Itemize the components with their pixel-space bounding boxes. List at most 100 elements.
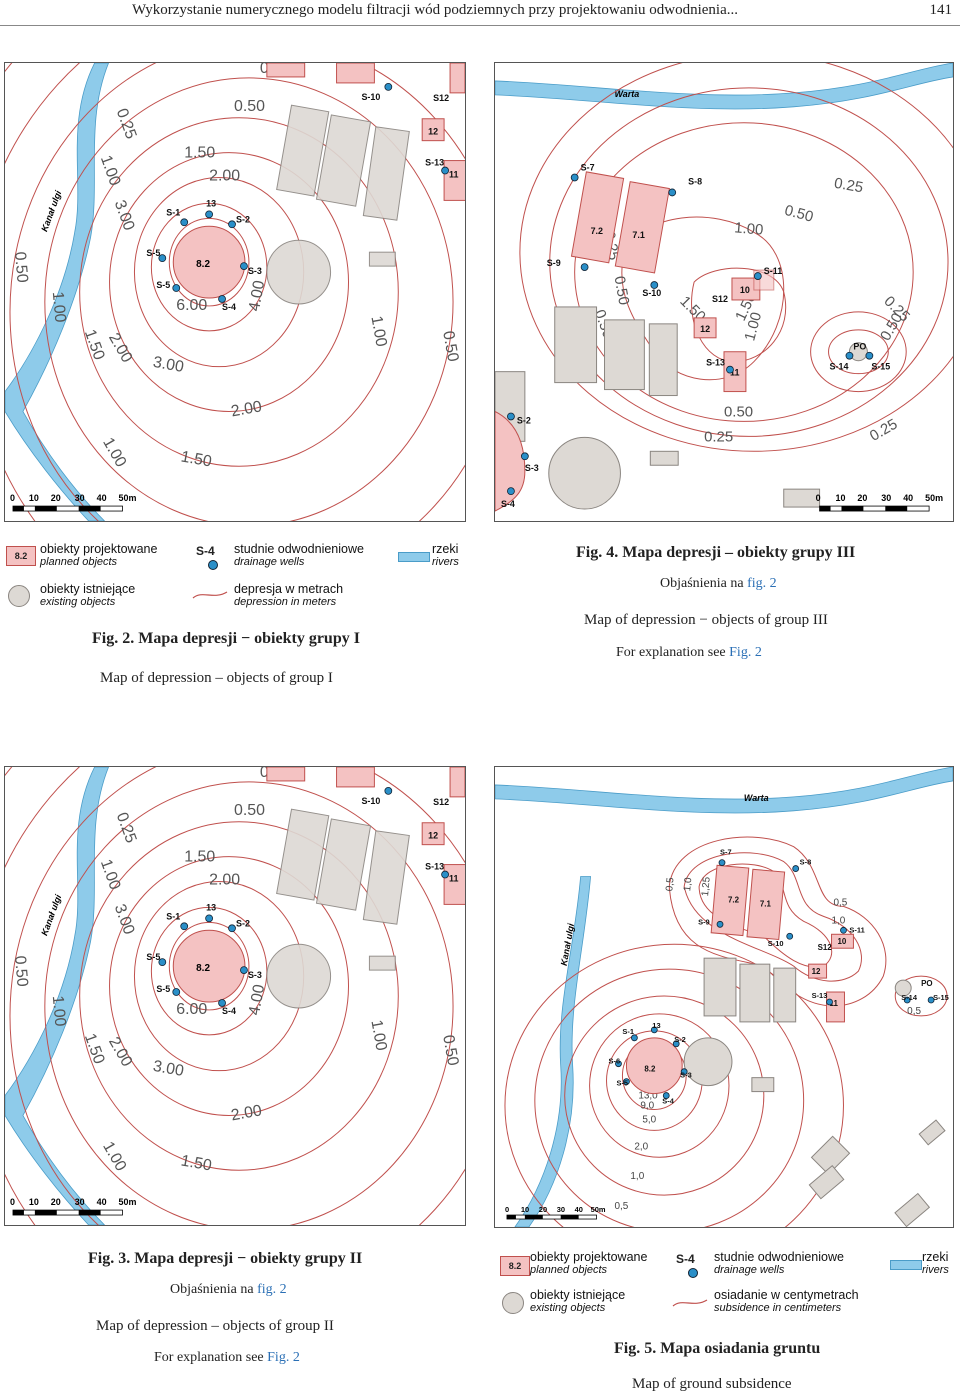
legend-subsidence: osiadanie w centymetrach subsidence in c… (714, 1288, 859, 1314)
contour-label: 0.25 (704, 428, 733, 445)
contour-label: 1.00 (99, 1139, 129, 1174)
object-label: 11 (449, 170, 458, 180)
caption-fig3-title: Fig. 3. Mapa depresji − obiekty grupy II (88, 1250, 363, 1267)
caption-fig4-ref-en: For explanation see Fig. 2 (616, 645, 762, 661)
well-label: S-10 (768, 939, 784, 948)
legend-wells-en: drainage wells (714, 1264, 785, 1276)
well-label: S-1 (622, 1027, 634, 1036)
caption-fig3-ref-en-link[interactable]: Fig. 2 (267, 1350, 300, 1365)
contour-label: 1.50 (81, 327, 108, 362)
well-label: S-10 (361, 796, 380, 806)
caption-fig5-en: Map of ground subsidence (632, 1376, 792, 1392)
caption-fig4-ref-en-link[interactable]: Fig. 2 (729, 645, 762, 660)
well-label: S-3 (525, 463, 539, 473)
well-label: S-7 (581, 163, 595, 173)
object-label: 10 (740, 285, 750, 295)
planned-buildings (266, 63, 465, 201)
legend-fig5: 8.2 obiekty projektowane planned objects… (496, 1246, 960, 1326)
scale-label: 50m (925, 493, 943, 503)
scale-label: 50m (591, 1205, 606, 1214)
well-label: S-5 (146, 248, 160, 258)
legend-planned: obiekty projektowane planned objects (40, 542, 157, 568)
scale-label: 0 (816, 493, 821, 503)
legend-rivers: rzeki rivers (922, 1250, 949, 1276)
object-label: S12 (712, 294, 728, 304)
scale-label: 40 (903, 493, 913, 503)
well-label: S-13 (812, 991, 828, 1000)
scale-label: 30 (881, 493, 891, 503)
contour-label: 2,0 (634, 1141, 648, 1152)
legend-river-icon (398, 552, 430, 562)
legend-planned-en: planned objects (40, 556, 118, 568)
contour-label: 2.00 (105, 330, 135, 365)
legend-planned-symbol: 8.2 (6, 546, 36, 566)
contour-label: 3.00 (111, 902, 138, 937)
scale-bar: 0 10 20 30 40 50m (10, 1197, 137, 1216)
contour-label: 0.50 (11, 955, 31, 987)
contour-label: 0.25 (113, 106, 140, 141)
contour-label: 1,0 (682, 877, 694, 892)
map-fig3-group2: 0.25 0.50 1.00 1.50 2.00 3.00 4.00 6.00 … (4, 766, 466, 1226)
scale-label: 50m (119, 493, 137, 503)
well-label: S-11 (849, 925, 864, 934)
well-label: S-10 (642, 288, 661, 298)
scale-label: 40 (97, 493, 107, 503)
caption-fig5-title: Fig. 5. Mapa osiadania gruntu (614, 1340, 821, 1357)
scale-bar: 0 10 20 30 40 50m (10, 493, 137, 512)
well-label: S-5 (156, 984, 170, 994)
caption-fig3-ref-link[interactable]: fig. 2 (257, 1282, 287, 1297)
well-label: S-5 (146, 952, 160, 962)
well-label: S-7 (720, 848, 732, 857)
well-label: S-1 (166, 911, 180, 921)
legend-well-label: S-4 (676, 1252, 695, 1266)
contour-label: 2.00 (209, 167, 240, 184)
scale-bar: 0 10 20 30 40 50m (816, 493, 943, 512)
object-label: PO (921, 979, 933, 988)
scale-label: 30 (75, 493, 85, 503)
contour-label: 6.00 (176, 1001, 207, 1018)
contour-label: 1,0 (832, 915, 846, 926)
contour-label: 1.00 (97, 153, 124, 188)
scale-label: 0 (10, 1197, 15, 1207)
contour-label: 1.00 (99, 435, 129, 470)
legend-rivers-pl: rzeki (922, 1250, 949, 1264)
contour-label: 0.25 (113, 810, 140, 845)
well-label: S-15 (871, 362, 890, 372)
well-label: S-5 (616, 1079, 628, 1088)
existing-object-circle (266, 943, 332, 1009)
contour-label: 0,5 (614, 1201, 628, 1212)
river-kanal-ulgi (5, 767, 109, 1225)
caption-fig4-title: Fig. 4. Mapa depresji – obiekty grupy II… (576, 544, 856, 561)
map-fig2-svg: 0.25 0.50 1.00 1.50 2.00 3.00 4.00 6.00 … (5, 63, 465, 521)
contour-label: 1,25 (700, 876, 713, 897)
object-label: 7.2 (591, 226, 603, 236)
contour-label: 1.00 (49, 291, 69, 323)
river-warta (495, 63, 953, 110)
planned-object-8-2 (172, 225, 246, 299)
object-label: 10 (838, 937, 847, 946)
contour-label: 3.00 (111, 198, 138, 233)
contour-label: 0,5 (664, 877, 676, 892)
legend-existing-pl: obiekty istniejące (40, 582, 136, 596)
well-label: S-4 (501, 499, 515, 509)
contour-label: 1.50 (184, 849, 215, 866)
contour-label: 0.50 (611, 275, 633, 307)
scale-label: 50m (119, 1197, 137, 1207)
legend-existing-symbol (8, 585, 30, 607)
map-fig5-svg: Warta Kanał ulgi 0,5 1,0 1,25 0,5 1,0 0,… (495, 767, 953, 1227)
planned-object-8-2 (172, 929, 246, 1003)
river-kanal-ulgi (5, 63, 109, 521)
scale-label: 40 (97, 1197, 107, 1207)
legend-planned-en: planned objects (530, 1264, 608, 1276)
well-label: S-8 (688, 176, 702, 186)
well-label: S-10 (361, 92, 380, 102)
caption-fig4-ref-link[interactable]: fig. 2 (747, 576, 777, 591)
legend-existing: obiekty istniejące existing objects (40, 582, 135, 608)
scale-label: 30 (75, 1197, 85, 1207)
river-label-warta: Warta (744, 793, 769, 803)
river-label-warta: Warta (614, 89, 639, 99)
contour-label: 5,0 (642, 1114, 656, 1125)
legend-wells-pl: studnie odwodnieniowe (234, 542, 364, 556)
existing-buildings (683, 957, 946, 1227)
legend-existing: obiekty istniejące existing objects (530, 1288, 625, 1314)
